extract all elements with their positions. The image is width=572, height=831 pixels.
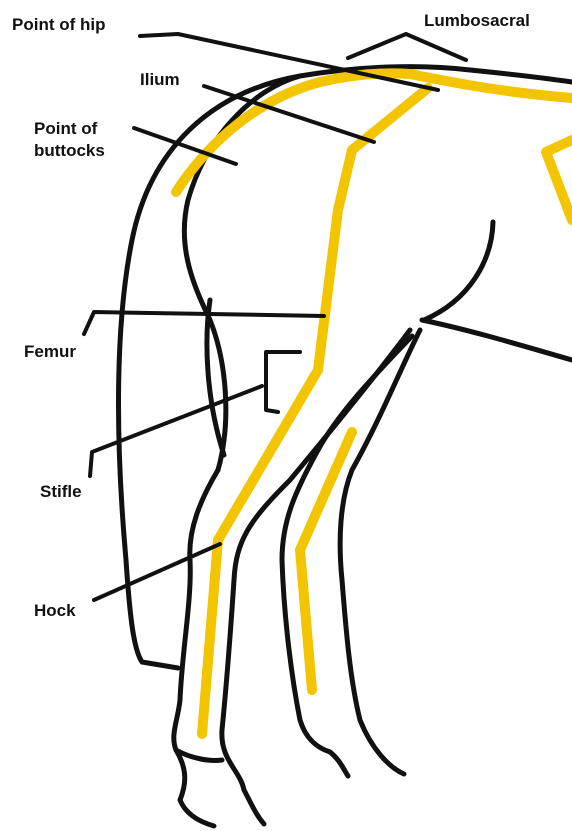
point-of-buttocks-label: Point of buttocks (34, 118, 105, 162)
lumbosacral-label: Lumbosacral (424, 10, 530, 32)
shoulder-edge-bone (546, 140, 572, 220)
point-of-buttocks-label-line1: Point of (34, 118, 105, 140)
lumbosacral-chevron (348, 34, 466, 60)
cannon-bone (202, 540, 218, 734)
hamstring-outline (207, 300, 224, 455)
point-of-buttocks-label-line2: buttocks (34, 140, 105, 162)
belly-outline (422, 320, 572, 360)
far-leg-front-outline (340, 330, 420, 774)
ilium-bone (352, 88, 428, 150)
near-leg-front-outline (222, 330, 410, 824)
femur-bone (318, 150, 352, 370)
hock-leader (94, 544, 220, 600)
point-of-hip-label: Point of hip (12, 14, 105, 36)
stifle-leader (90, 386, 262, 476)
stifle-label: Stifle (40, 481, 82, 503)
ilium-label: Ilium (140, 69, 180, 91)
flank-outline (424, 222, 493, 320)
hock-label: Hock (34, 600, 76, 622)
femur-label: Femur (24, 341, 76, 363)
